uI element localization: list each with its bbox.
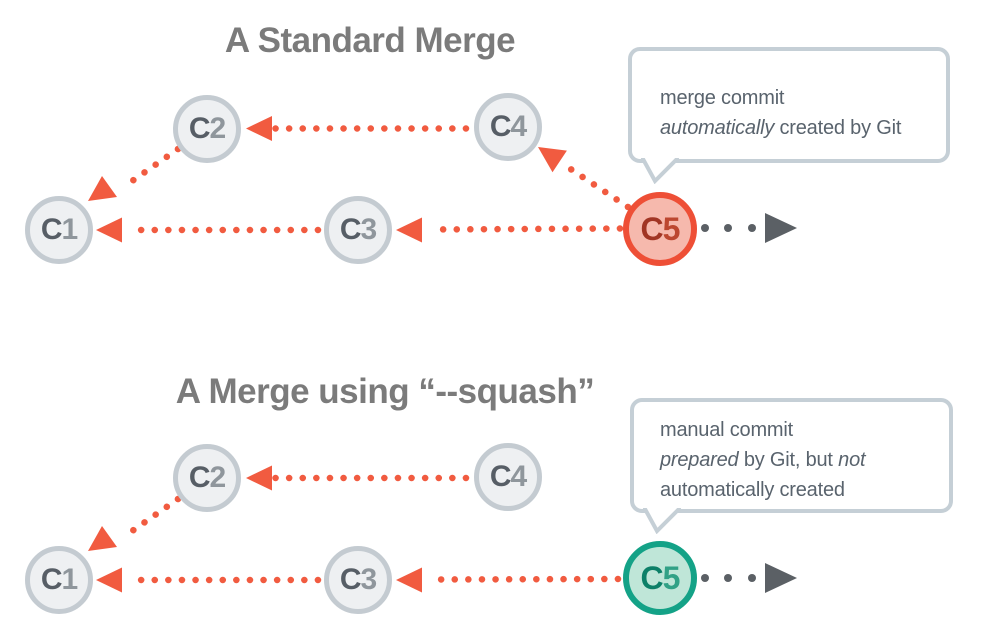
arrow-c2-to-c1 xyxy=(88,145,182,201)
arrow-c5-to-c3-squash xyxy=(396,567,622,593)
squash-merge-title: A Merge using “--squash” xyxy=(175,372,595,411)
node-label: C xyxy=(339,213,362,246)
callout-line-2: prepared by Git, but not xyxy=(660,449,866,471)
future-arrow-squash xyxy=(701,563,797,593)
callout-line-3: automatically created xyxy=(660,479,845,501)
callout-line-2: automatically created by Git xyxy=(660,117,902,139)
arrow-c4-to-c2-squash xyxy=(246,465,470,491)
merge-commit-callout: merge commit automatically created by Gi… xyxy=(628,47,950,184)
arrow-c4-to-c2 xyxy=(246,116,470,141)
callout-tail xyxy=(643,508,681,534)
arrow-c2-to-c1-squash xyxy=(88,495,182,551)
callout-tail xyxy=(641,158,679,184)
node-label: C xyxy=(489,110,512,143)
arrow-c3-to-c1-squash xyxy=(96,567,322,593)
node-label: C xyxy=(188,112,211,145)
node-label: C xyxy=(640,210,664,247)
node-label: C xyxy=(40,563,63,596)
node-label: C xyxy=(40,213,63,246)
node-label: C xyxy=(188,461,211,494)
standard-merge-title: A Standard Merge xyxy=(224,21,516,60)
node-label: C xyxy=(640,559,664,596)
node-label: C xyxy=(339,563,362,596)
callout-line-1: manual commit xyxy=(660,419,793,441)
node-label: C xyxy=(489,460,512,493)
callout-line-1: merge commit xyxy=(660,87,785,109)
arrow-c3-to-c1 xyxy=(96,217,322,243)
arrow-c5-to-c4 xyxy=(538,147,632,211)
arrow-c5-to-c3 xyxy=(396,217,624,243)
future-arrow xyxy=(701,213,797,243)
manual-commit-callout: manual commit prepared by Git, but not a… xyxy=(630,398,953,534)
